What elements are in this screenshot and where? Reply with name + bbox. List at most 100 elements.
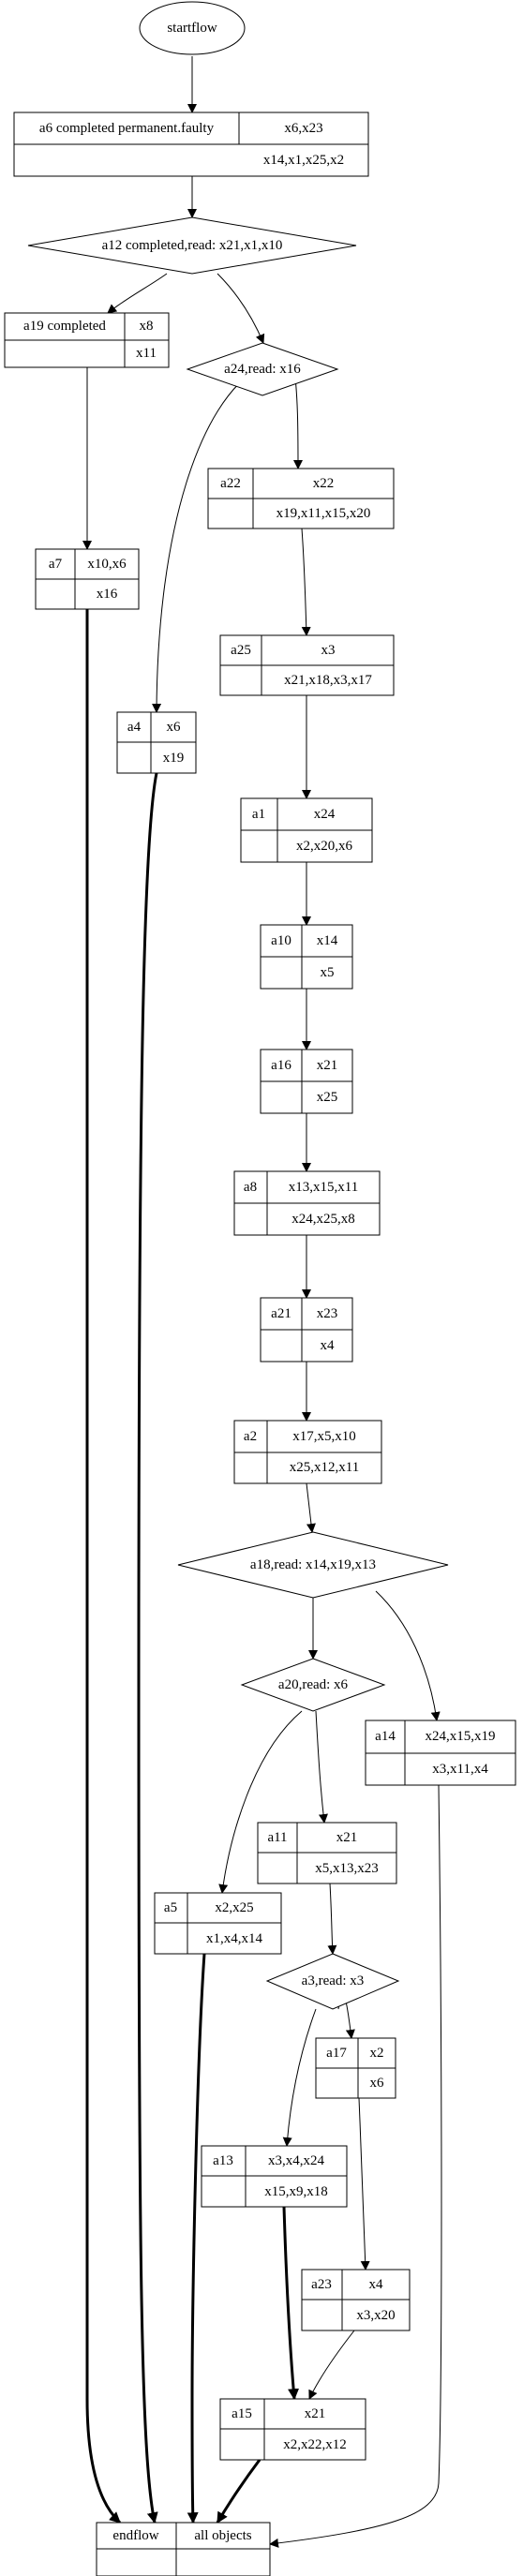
action-a16: a16 x21 x25 [260,1049,353,1114]
action-label: a10 [271,933,291,948]
action-writes: x23 [317,1306,338,1321]
action-label: a13 [213,2153,233,2168]
action-a1: a1 x24 x2,x20,x6 [240,797,373,863]
action-label: a7 [49,557,63,572]
action-reads: x14,x1,x25,x2 [263,153,344,168]
action-a25: a25 x3 x21,x18,x3,x17 [219,634,395,696]
action-writes: x8 [140,319,154,334]
action-label: a22 [220,476,241,491]
action-a22: a22 x22 x19,x11,x15,x20 [207,468,395,529]
action-writes: x24,x15,x19 [426,1729,496,1744]
action-writes: x17,x5,x10 [292,1429,356,1444]
action-a11: a11 x21 x5,x13,x23 [257,1822,397,1884]
action-label: a15 [232,2406,252,2421]
action-reads: x2,x20,x6 [296,839,353,854]
action-writes: x21 [336,1830,358,1845]
action-a6: a6 completed permanent.faulty x6,x23 x14… [13,112,369,177]
action-a2: a2 x17,x5,x10 x25,x12,x11 [233,1420,382,1484]
edge-a15-end [216,2459,262,2524]
action-reads: x16 [97,587,118,602]
action-reads: x3,x11,x4 [432,1762,488,1777]
action-writes: x3 [321,643,336,658]
action-writes: x3,x4,x24 [268,2153,325,2168]
action-label: a4 [127,720,142,735]
action-label: a8 [244,1180,257,1195]
action-label: a16 [271,1058,291,1073]
action-writes: x4 [369,2277,384,2292]
action-reads: x21,x18,x3,x17 [284,673,372,688]
edge-a3-a13 [282,2008,317,2147]
action-writes: x6 [167,720,182,735]
action-writes: x14 [317,933,338,948]
edge-a11-a3 [327,1883,337,1955]
edge-a12-a19 [107,273,168,314]
action-a14: a14 x24,x15,x19 x3,x11,x4 [365,1720,516,1786]
action-writes: x2,x25 [215,1900,253,1915]
action-a7: a7 x10,x6 x16 [35,548,140,610]
edge-a18-a14 [375,1590,441,1721]
action-writes: x24 [314,807,336,822]
action-writes: x22 [313,476,335,491]
action-reads: x25,x12,x11 [290,1460,359,1475]
action-reads: x4 [321,1338,336,1353]
action-reads: x25 [317,1090,338,1105]
action-reads: x15,x9,x18 [264,2184,328,2199]
end-label: endflow [112,2528,158,2543]
action-reads: x24,x25,x8 [291,1212,355,1227]
action-reads: x5,x13,x23 [315,1861,379,1876]
action-label: a14 [375,1729,396,1744]
action-a15: a15 x21 x2,x22,x12 [219,2398,366,2461]
decision-a24: a24,read: x16 [186,342,339,396]
action-a23: a23 x4 x3,x20 [301,2269,411,2331]
edge-a13-a15 [282,2206,300,2401]
edge-a7-end [85,609,122,2524]
action-label: a21 [271,1306,291,1321]
decision-a18: a18,read: x14,x19,x13 [177,1531,449,1599]
decision-label: a20,read: x6 [278,1677,349,1692]
edges [82,56,442,2548]
edge-a5-end [187,1953,206,2524]
action-reads: x19 [163,751,185,766]
action-reads: x2,x22,x12 [283,2437,347,2452]
action-a8: a8 x13,x15,x11 x24,x25,x8 [233,1170,381,1236]
decision-label: a24,read: x16 [224,362,301,377]
start-label: startflow [167,21,217,36]
action-reads: x3,x20 [356,2308,395,2323]
action-a21: a21 x23 x4 [260,1297,353,1362]
action-label: a25 [231,643,251,658]
action-reads: x5 [321,965,335,980]
action-writes: x10,x6 [87,557,127,572]
action-label: a6 completed permanent.faulty [39,121,215,136]
action-writes: x21 [317,1058,338,1073]
action-writes: x6,x23 [284,121,322,136]
action-writes: x13,x15,x11 [289,1180,358,1195]
edge-a12-a24 [217,273,265,344]
edge-a14-end [269,1784,442,2548]
edge-a20-a11 [315,1710,328,1824]
edge-a4-end [137,772,158,2524]
action-a19: a19 completed x8 x11 [4,312,170,368]
action-label: a1 [252,807,265,822]
action-a10: a10 x14 x5 [260,924,353,990]
action-reads: x11 [136,346,157,361]
action-label: a19 completed [23,319,106,334]
start-node: startflow [139,1,246,55]
action-reads: x19,x11,x15,x20 [276,506,371,521]
decision-a20: a20,read: x6 [240,1658,386,1712]
edge-a17-a23 [358,2097,370,2271]
action-a4: a4 x6 x19 [116,711,197,774]
action-writes: x21 [305,2406,326,2421]
edge-a23-a15 [308,2330,355,2400]
decision-a12: a12 completed,read: x21,x1,x10 [27,216,357,275]
edge-a2-a18 [306,1482,316,1533]
decision-label: a3,read: x3 [302,1973,365,1988]
end-note: all objects [194,2528,251,2543]
action-writes: x2 [370,2046,384,2061]
decision-label: a12 completed,read: x21,x1,x10 [102,238,283,253]
action-reads: x1,x4,x14 [206,1931,263,1946]
action-a13: a13 x3,x4,x24 x15,x9,x18 [201,2145,348,2208]
decision-label: a18,read: x14,x19,x13 [250,1557,376,1572]
edge-a22-a25 [301,528,311,636]
action-a17: a17 x2 x6 [315,2037,396,2099]
